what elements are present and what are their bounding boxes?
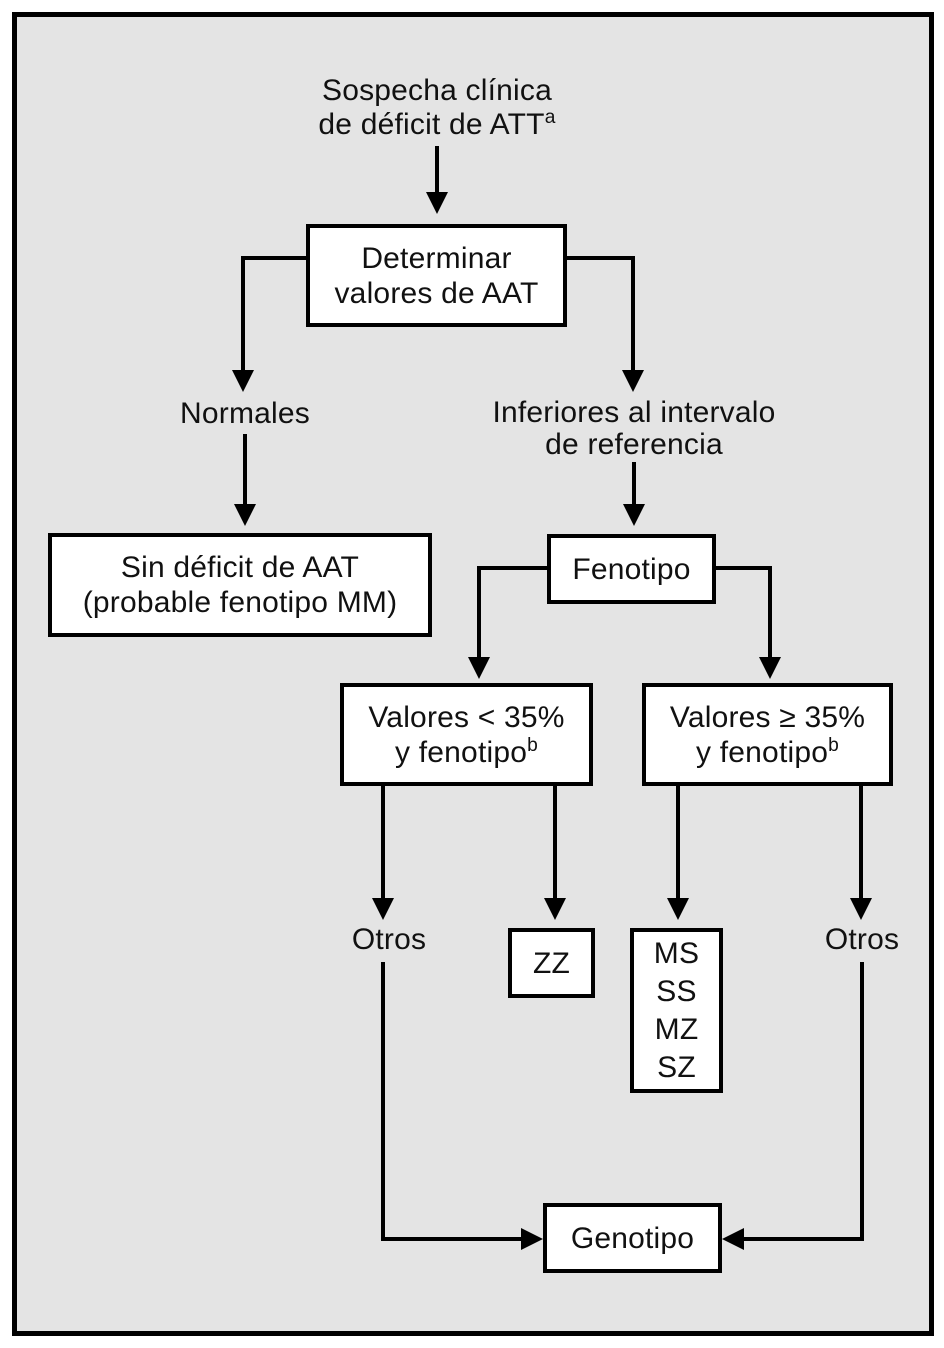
- connector-determinar-right-v: [631, 256, 635, 372]
- arrow-normales-to-sindeficit-head: [234, 504, 256, 526]
- connector-fenotipo-right-v: [768, 566, 772, 659]
- result-label-otros-right: Otros: [824, 923, 900, 956]
- arrow-ge-to-otros-right-shaft: [859, 786, 863, 900]
- arrow-to-normales-head: [232, 370, 254, 392]
- connector-fenotipo-left-h: [477, 566, 547, 570]
- branch-label-inferiores-line2: de referencia: [545, 428, 723, 461]
- start-label-line1: Sospecha clínica: [321, 74, 552, 107]
- footnote-marker-b-right: b: [828, 734, 839, 756]
- node-determinar-line2: valores de AAT: [334, 276, 539, 310]
- node-valores-lt-line2: y fenotipob: [395, 734, 538, 769]
- arrow-lt-to-zz-head: [544, 898, 566, 920]
- arrow-to-valores-lt-head: [468, 657, 490, 679]
- arrow-start-to-determinar-shaft: [435, 146, 439, 194]
- arrow-normales-to-sindeficit-shaft: [243, 434, 247, 506]
- node-determinar-line1: Determinar: [361, 241, 512, 275]
- connector-determinar-right-h: [567, 256, 633, 260]
- node-sin-deficit-line2: (probable fenotipo MM): [82, 586, 398, 619]
- footnote-marker-b-left: b: [527, 734, 538, 756]
- result-label-otros-left: Otros: [351, 923, 427, 956]
- arrow-lt-to-otros-left-head: [372, 898, 394, 920]
- arrow-ge-to-otros-right-head: [850, 898, 872, 920]
- node-sin-deficit-line1: Sin déficit de AAT: [120, 551, 360, 584]
- connector-determinar-left-h: [241, 256, 306, 260]
- connector-fenotipo-left-v: [477, 566, 481, 659]
- node-valores-lt-line1: Valores < 35%: [368, 700, 565, 734]
- branch-label-inferiores: Inferiores al intervalo de referencia: [484, 397, 784, 461]
- arrow-inferiores-to-fenotipo-head: [623, 504, 645, 526]
- arrow-to-inferiores-head: [622, 370, 644, 392]
- branch-label-inferiores-line1: Inferiores al intervalo: [492, 396, 776, 429]
- node-genotipo-label: Genotipo: [570, 1221, 695, 1255]
- arrow-start-to-determinar-head: [426, 192, 448, 214]
- node-genotipo: Genotipo: [543, 1203, 722, 1273]
- node-zz: ZZ: [508, 928, 595, 998]
- node-valores-ge-line1: Valores ≥ 35%: [669, 700, 866, 734]
- arrow-ge-to-phenotypes-shaft: [676, 786, 680, 900]
- connector-otros-right-h: [744, 1237, 864, 1241]
- arrow-otros-right-to-genotipo-head: [722, 1228, 744, 1250]
- node-valores-ge-35: Valores ≥ 35% y fenotipob: [642, 683, 893, 786]
- node-phenotype-list: MS SS MZ SZ: [630, 928, 723, 1093]
- arrow-lt-to-otros-left-shaft: [381, 786, 385, 900]
- arrow-otros-left-to-genotipo-head: [521, 1228, 543, 1250]
- node-fenotipo: Fenotipo: [547, 534, 716, 604]
- node-valores-ge-line2: y fenotipob: [696, 734, 839, 769]
- arrow-ge-to-phenotypes-head: [667, 898, 689, 920]
- phenotype-item-ss: SS: [656, 974, 697, 1008]
- arrow-lt-to-zz-shaft: [553, 786, 557, 900]
- branch-label-normales: Normales: [180, 397, 310, 430]
- phenotype-item-sz: SZ: [657, 1050, 696, 1084]
- connector-fenotipo-right-h: [716, 566, 772, 570]
- connector-otros-left-h: [381, 1237, 521, 1241]
- phenotype-item-mz: MZ: [654, 1012, 699, 1046]
- node-valores-lt-35: Valores < 35% y fenotipob: [340, 683, 593, 786]
- phenotype-item-ms: MS: [653, 936, 700, 970]
- start-label-sospecha: Sospecha clínica de déficit de ATTa: [237, 74, 637, 142]
- arrow-to-valores-ge-head: [759, 657, 781, 679]
- node-determinar-valores: Determinar valores de AAT: [306, 224, 567, 327]
- connector-otros-right-v: [860, 962, 864, 1241]
- start-label-line2: de déficit de ATTa: [318, 107, 556, 141]
- node-sin-deficit: Sin déficit de AAT (probable fenotipo MM…: [48, 533, 432, 637]
- footnote-marker-a: a: [544, 107, 556, 128]
- connector-determinar-left-v: [241, 256, 245, 372]
- connector-otros-left-v: [381, 962, 385, 1241]
- arrow-inferiores-to-fenotipo-shaft: [632, 462, 636, 506]
- node-fenotipo-label: Fenotipo: [572, 552, 691, 586]
- node-zz-label: ZZ: [532, 946, 571, 980]
